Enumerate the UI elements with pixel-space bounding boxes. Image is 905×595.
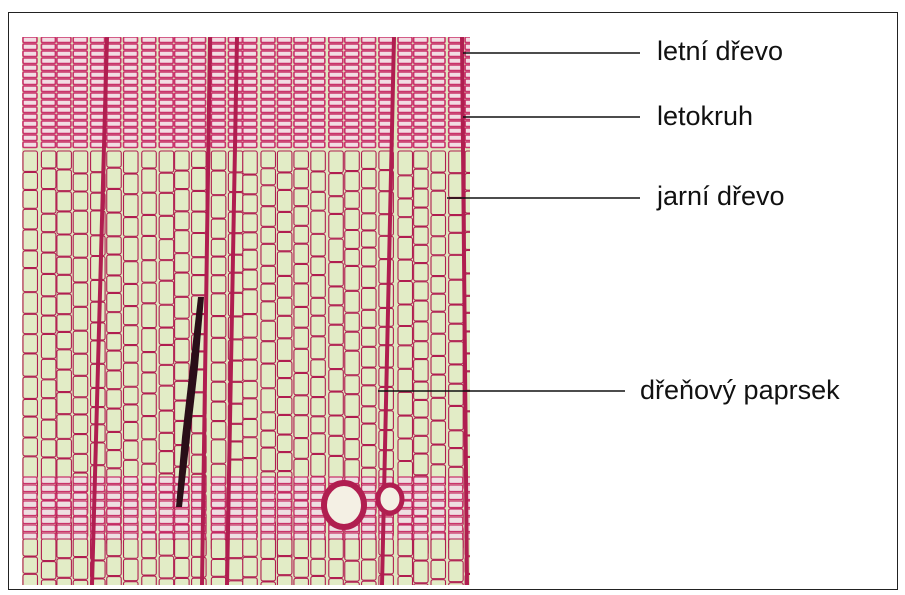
label-spring-wood: jarní dřevo <box>657 181 785 212</box>
label-summer-wood: letní dřevo <box>657 36 783 67</box>
label-annual-ring: letokruh <box>657 101 753 132</box>
label-medullary-ray: dřeňový paprsek <box>640 375 840 406</box>
